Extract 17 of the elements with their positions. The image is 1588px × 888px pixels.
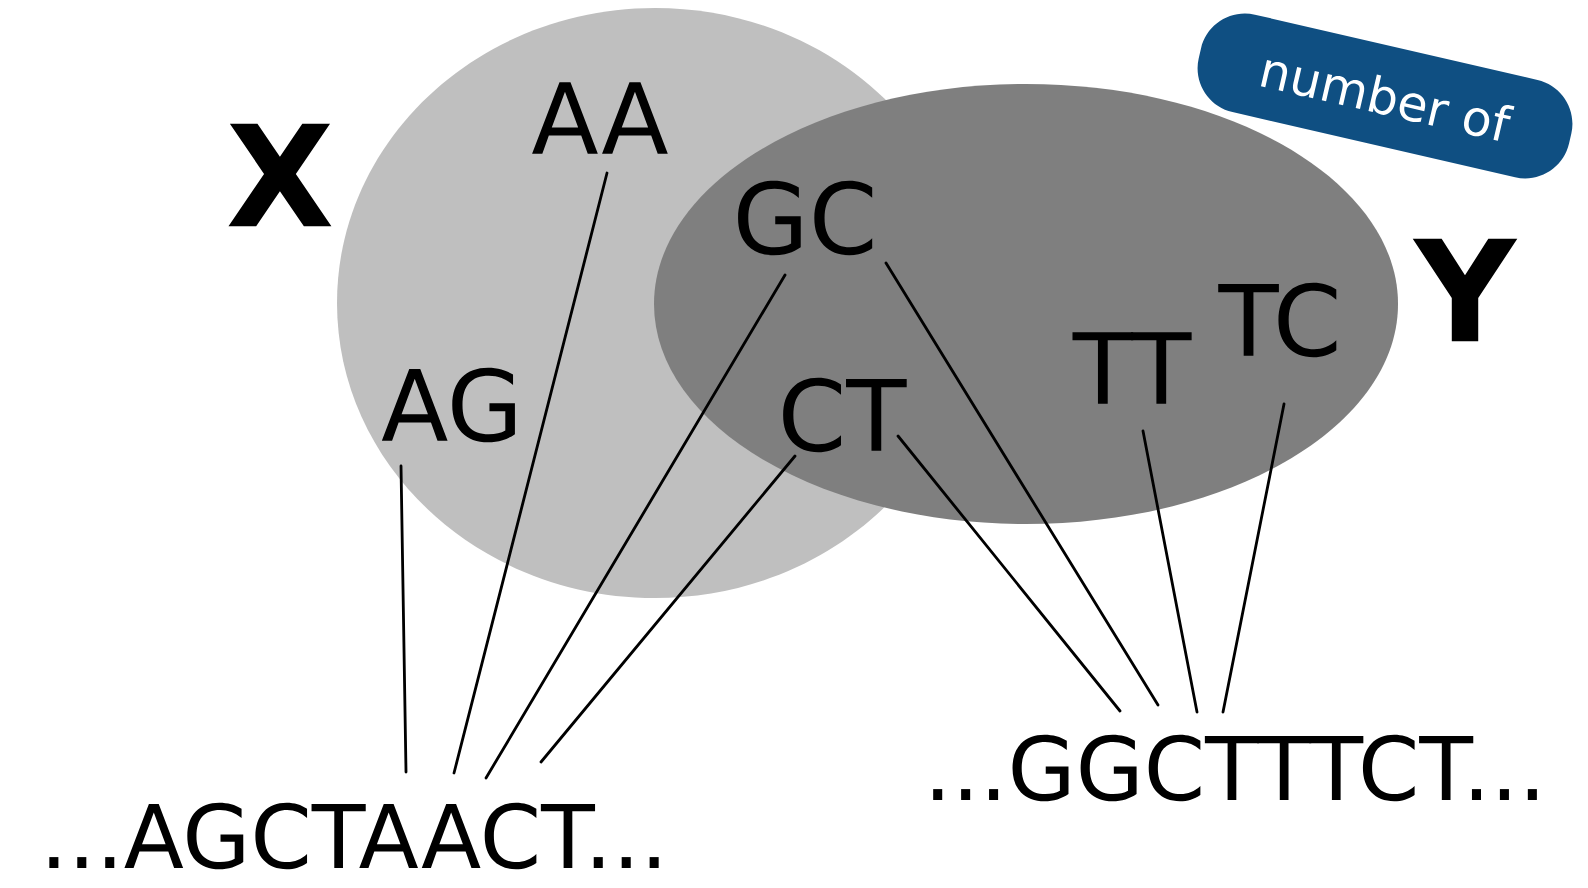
- sequence-text: ...AGCTAACT...: [49, 802, 659, 870]
- leader-line: [1141, 429, 1199, 714]
- node-label: X: [228, 123, 332, 227]
- leader-line: [896, 434, 1122, 713]
- leader-line: [452, 171, 609, 775]
- node-label: Y: [1412, 238, 1518, 342]
- dinucleotide-label: TT: [1072, 332, 1192, 404]
- leader-line: [884, 261, 1160, 707]
- leader-line: [484, 273, 787, 780]
- dinucleotide-label: TC: [1218, 282, 1337, 358]
- leader-line: [1221, 402, 1286, 714]
- dinucleotide-label: AA: [532, 82, 668, 154]
- sequence-text: ...GGCTTTCT...: [933, 734, 1537, 802]
- dinucleotide-label: CT: [783, 377, 907, 453]
- callout-banner: number of: [1197, 13, 1573, 179]
- dinucleotide-label: GC: [738, 180, 873, 256]
- dinucleotide-label: AG: [381, 367, 515, 443]
